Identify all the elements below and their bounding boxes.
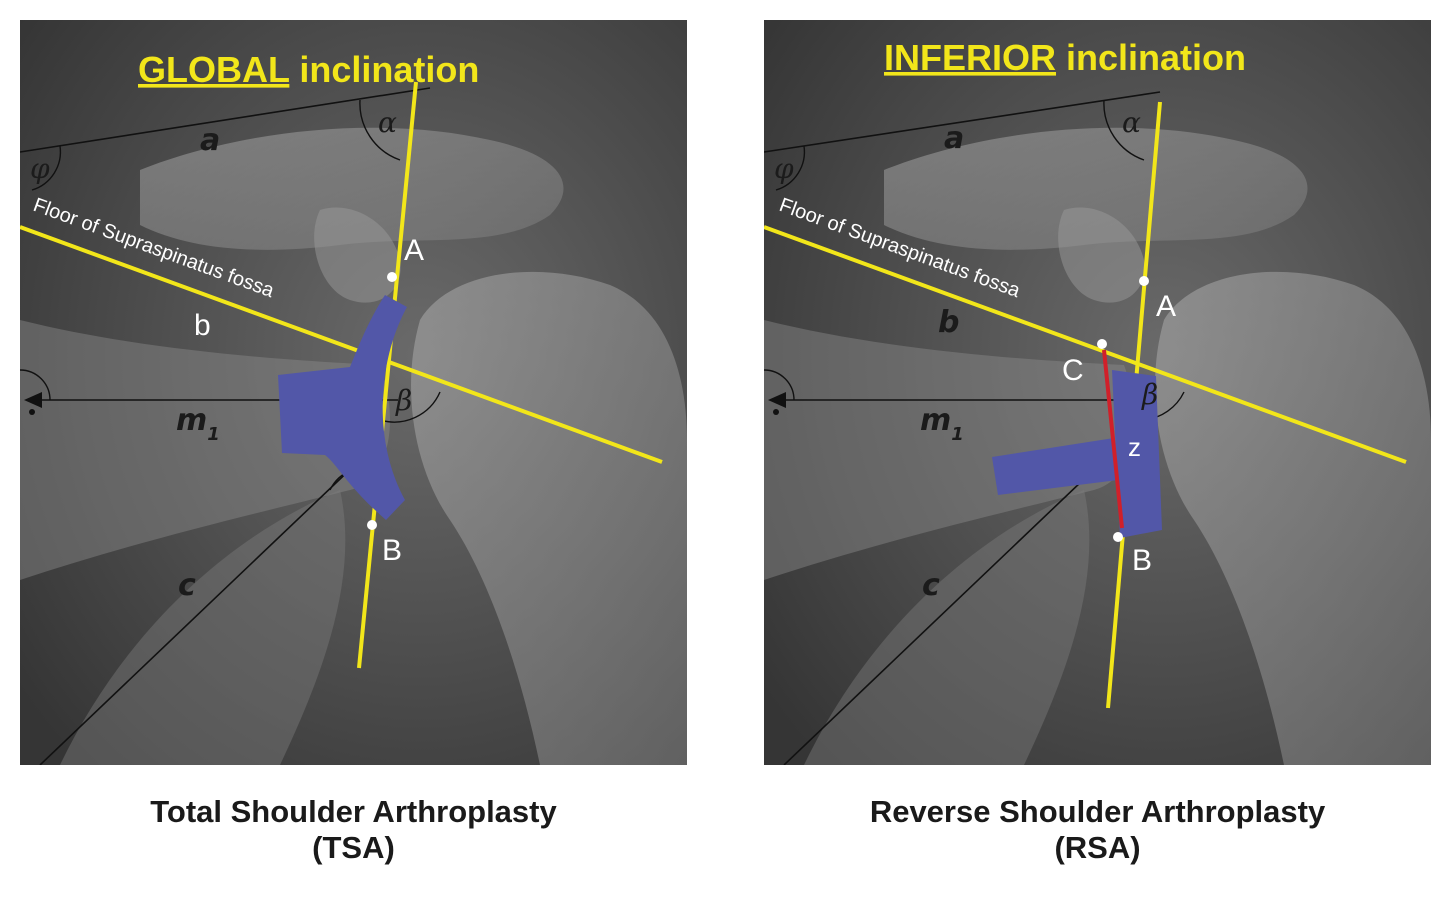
red-line-cb bbox=[1102, 349, 1124, 529]
fossa-line bbox=[20, 225, 663, 464]
tsa-caption-line2: (TSA) bbox=[312, 830, 395, 865]
line-c bbox=[39, 459, 361, 765]
line-a-label: a bbox=[944, 121, 964, 156]
point-z-label: z bbox=[1128, 432, 1141, 462]
beta-label: β bbox=[395, 384, 412, 417]
alpha-label: α bbox=[1122, 106, 1141, 139]
point-b-marker bbox=[1113, 532, 1123, 542]
rsa-caption: Reverse Shoulder Arthroplasty (RSA) bbox=[764, 794, 1431, 866]
scapula-neck-shape bbox=[764, 320, 1134, 580]
m1-arrowhead bbox=[768, 392, 786, 408]
right-angle-marker bbox=[764, 369, 795, 401]
beta-angle-arc bbox=[379, 391, 441, 423]
panel-title: GLOBAL inclination bbox=[138, 49, 479, 90]
line-c-label: c bbox=[922, 568, 940, 603]
alpha-angle-arc bbox=[359, 99, 401, 161]
title-emphasis: INFERIOR bbox=[884, 37, 1056, 78]
acromion-shape bbox=[884, 127, 1308, 250]
line-a bbox=[20, 87, 431, 153]
point-a-marker bbox=[1139, 276, 1149, 286]
line-m1-label: m1 bbox=[920, 403, 964, 445]
m1-main: m bbox=[176, 403, 207, 438]
point-a-marker bbox=[387, 272, 397, 282]
scapula-body-shape bbox=[804, 490, 1090, 765]
rsa-peg-implant bbox=[992, 438, 1118, 495]
line-m1-label: m1 bbox=[176, 403, 220, 445]
point-a-label: A bbox=[1156, 290, 1176, 323]
coracoid-shape bbox=[1058, 207, 1145, 303]
coracoid-shape bbox=[314, 207, 401, 303]
m1-subscript: 1 bbox=[207, 424, 220, 445]
tsa-caption-line1: Total Shoulder Arthroplasty bbox=[150, 794, 557, 829]
beta-label: β bbox=[1141, 378, 1158, 411]
m1-main: m bbox=[920, 403, 951, 438]
title-rest: inclination bbox=[289, 49, 479, 90]
phi-angle-arc bbox=[31, 145, 62, 191]
tsa-glenoid-implant bbox=[278, 295, 407, 520]
right-angle-dot bbox=[773, 409, 779, 415]
right-angle-marker bbox=[20, 369, 51, 401]
phi-label: φ bbox=[30, 152, 50, 185]
line-b-label: b bbox=[194, 309, 211, 342]
scapula-body-shape bbox=[60, 490, 346, 765]
fossa-line bbox=[764, 225, 1407, 464]
tsa-caption: Total Shoulder Arthroplasty (TSA) bbox=[20, 794, 687, 866]
acromion-shape bbox=[140, 127, 564, 250]
rsa-xray-panel: INFERIOR inclination Floor of Supraspina… bbox=[764, 20, 1431, 765]
m1-arrowhead bbox=[24, 392, 42, 408]
line-a-label: a bbox=[200, 123, 220, 158]
point-b-marker bbox=[367, 520, 377, 530]
right-angle-dot bbox=[29, 409, 35, 415]
rsa-caption-line2: (RSA) bbox=[1054, 830, 1141, 865]
phi-label: φ bbox=[774, 152, 794, 185]
phi-angle-arc bbox=[775, 145, 806, 191]
point-c-label: C bbox=[1062, 354, 1084, 387]
line-b-label: b bbox=[938, 305, 959, 340]
alpha-label: α bbox=[378, 106, 397, 139]
title-emphasis: GLOBAL bbox=[138, 49, 289, 90]
tsa-diagram: GLOBAL inclination Floor of Supraspinatu… bbox=[20, 20, 687, 765]
alpha-angle-arc bbox=[1103, 99, 1145, 161]
point-a-label: A bbox=[404, 234, 424, 267]
rsa-caption-line1: Reverse Shoulder Arthroplasty bbox=[869, 794, 1326, 829]
point-c-marker bbox=[1097, 339, 1107, 349]
panel-title: INFERIOR inclination bbox=[884, 37, 1246, 78]
point-b-label: B bbox=[1132, 544, 1152, 577]
line-c-label: c bbox=[178, 568, 196, 603]
glenoid-line-ab bbox=[357, 81, 418, 669]
point-b-label: B bbox=[382, 534, 402, 567]
title-rest: inclination bbox=[1056, 37, 1246, 78]
m1-subscript: 1 bbox=[951, 424, 964, 445]
line-a bbox=[764, 91, 1161, 153]
rsa-diagram: INFERIOR inclination Floor of Supraspina… bbox=[764, 20, 1431, 765]
line-c bbox=[783, 459, 1105, 765]
tsa-xray-panel: GLOBAL inclination Floor of Supraspinatu… bbox=[20, 20, 687, 765]
rsa-baseplate-implant bbox=[1112, 370, 1162, 538]
